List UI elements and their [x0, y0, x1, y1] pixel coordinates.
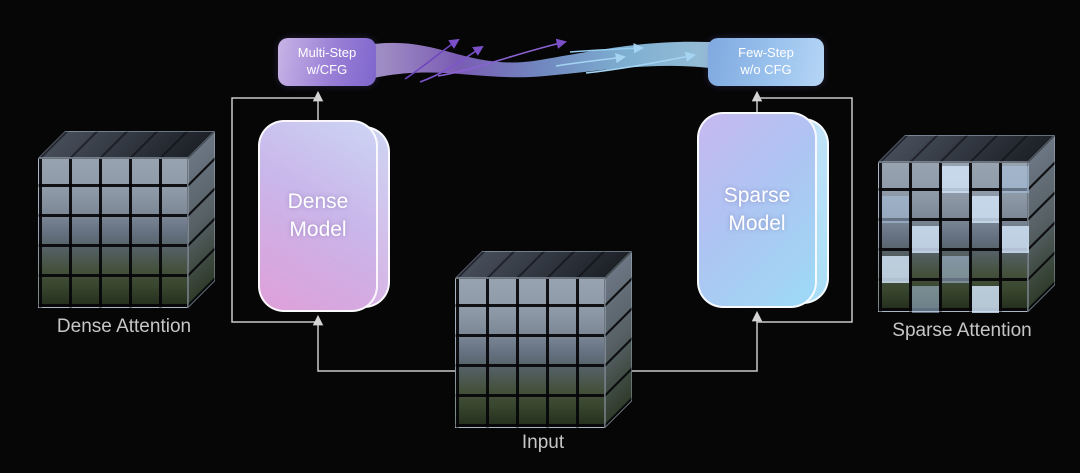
sparse-attention-label: Sparse Attention — [892, 320, 1032, 341]
sparse-attention-cube — [878, 135, 1055, 313]
connector-arrows — [231, 90, 853, 372]
dense-model-card: Dense Model — [258, 120, 378, 312]
input-cube — [455, 251, 632, 428]
cube-top-face — [38, 131, 215, 158]
sparse-highlight-tile — [882, 256, 909, 283]
few-step-line1: Few-Step — [738, 45, 794, 61]
sparse-model-line2: Model — [728, 212, 786, 235]
sparse-highlight-tile — [882, 196, 909, 223]
multi-step-line2: w/CFG — [306, 62, 348, 77]
cube-side-face — [1028, 135, 1055, 312]
cube-front-face — [878, 162, 1029, 313]
sparse-model-card: Sparse Model — [697, 112, 817, 308]
sparse-highlight-tile — [972, 286, 999, 313]
sparse-model-line1: Sparse — [723, 183, 791, 207]
cube-top-face — [878, 135, 1055, 162]
cube-front-face — [455, 278, 605, 428]
cube-side-face — [605, 251, 632, 428]
sparse-highlight-tile — [1002, 226, 1029, 253]
dense-attention-cube — [38, 131, 215, 308]
sparse-highlight-tile — [1002, 166, 1029, 193]
input-label: Input — [521, 432, 565, 453]
dense-attention-label: Dense Attention — [56, 316, 192, 337]
flow-arrows — [404, 38, 697, 83]
cube-side-face — [188, 131, 215, 308]
sparse-highlight-tile — [942, 166, 969, 193]
multi-step-line1: Multi-Step — [297, 45, 357, 61]
cube-top-face — [455, 251, 632, 278]
sparse-highlight-tile — [912, 286, 939, 313]
few-step-line2: w/o CFG — [740, 62, 792, 77]
few-step-no-cfg-badge: Few-Step w/o CFG — [708, 38, 824, 86]
dense-model-line2: Model — [289, 218, 347, 241]
sparse-highlight-tile — [942, 256, 969, 283]
sparse-highlight-tile — [912, 226, 939, 253]
sparse-highlight-tile — [972, 196, 999, 223]
dense-model-line1: Dense — [287, 189, 349, 213]
flow-ribbon — [374, 41, 710, 78]
multi-step-cfg-badge: Multi-Step w/CFG — [278, 38, 376, 86]
dense-model-stack: Dense Model — [258, 120, 392, 312]
cube-front-face — [38, 158, 188, 308]
sparse-model-stack: Sparse Model — [697, 112, 831, 308]
